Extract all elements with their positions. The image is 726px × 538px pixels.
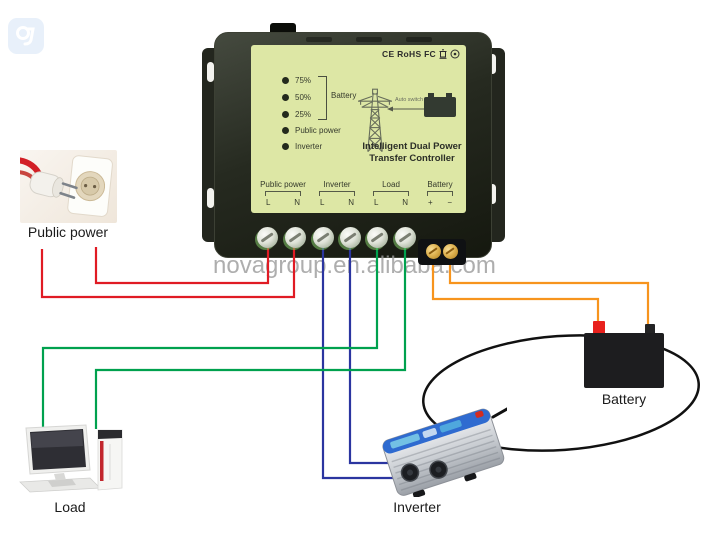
load-label: Load <box>54 499 86 515</box>
terminal-group-label: Load <box>382 180 400 189</box>
terminal-screw-inverter-L[interactable] <box>312 226 334 248</box>
led-row-75: 75% <box>282 76 311 85</box>
battery-group-label: Battery <box>331 91 357 100</box>
wire-public-power-N <box>40 244 296 299</box>
pin-label: − <box>447 198 452 207</box>
led-label: Inverter <box>295 142 323 151</box>
terminal-screw-load-N[interactable] <box>394 226 416 248</box>
weee-bin-icon <box>439 49 447 59</box>
led-indicator <box>282 94 289 101</box>
terminal-screw-load-L[interactable] <box>366 226 388 248</box>
watermark-logo <box>8 18 44 54</box>
led-label: 50% <box>295 93 312 102</box>
pin-label: L <box>320 198 325 207</box>
battery-label: Battery <box>601 391 647 407</box>
terminal-screw-public-power-L[interactable] <box>256 226 278 248</box>
pin-label: N <box>402 198 408 207</box>
panel-title: Intelligent Dual Power Transfer Controll… <box>337 141 487 165</box>
terminal-screw-battery-positive[interactable] <box>425 243 441 259</box>
led-row-public-power: Public power <box>282 126 341 135</box>
led-row-25: 25% <box>282 110 311 119</box>
pin-label: L <box>374 198 379 207</box>
battery-box <box>584 333 664 388</box>
led-label: 75% <box>295 76 312 85</box>
certification-text: CE RoHS FC <box>382 49 436 59</box>
terminal-bracket <box>265 191 301 196</box>
watermark-logo-glyph <box>16 26 35 46</box>
mounting-slot <box>489 184 496 204</box>
terminal-screw-inverter-N[interactable] <box>339 226 361 248</box>
battery-negative-terminal <box>645 324 655 334</box>
terminal-group-battery: Battery + − <box>417 180 463 207</box>
terminal-group-public-power: Public power L N <box>255 180 311 207</box>
battery-level-bracket <box>318 76 327 120</box>
wire-load-N <box>94 244 407 429</box>
terminal-group-label: Public power <box>260 180 306 189</box>
panel-title-line2: Transfer Controller <box>369 153 455 164</box>
controller-front-panel: CE RoHS FC 75% 50% 25% Pu <box>251 45 466 213</box>
terminal-group-inverter: Inverter L N <box>309 180 365 207</box>
vent <box>356 37 382 42</box>
led-indicator <box>282 127 289 134</box>
wire-inverter-L <box>321 244 405 480</box>
public-power-label: Public power <box>27 224 109 240</box>
inverter-label: Inverter <box>393 499 441 515</box>
wire-inverter-N <box>348 244 397 465</box>
mounting-slot <box>489 54 496 74</box>
wire-battery-negative <box>448 252 650 325</box>
battery-icon <box>424 93 456 117</box>
vent <box>406 37 432 42</box>
power-tower-icon <box>358 88 392 152</box>
auto-switch-label: Auto switch <box>394 97 424 103</box>
wire-battery-positive <box>431 252 600 327</box>
led-indicator <box>282 77 289 84</box>
terminal-bracket <box>319 191 355 196</box>
china-rohs-icon <box>450 49 460 59</box>
mounting-slot <box>207 188 214 208</box>
terminal-group-load: Load L N <box>363 180 419 207</box>
panel-title-line1: Intelligent Dual Power <box>362 141 462 152</box>
wire-public-power-L <box>94 244 270 285</box>
inverter-icon <box>382 407 507 497</box>
led-indicator <box>282 111 289 118</box>
terminal-bracket <box>427 191 453 196</box>
wire-load-L <box>41 244 379 428</box>
terminal-group-label: Battery <box>427 180 453 189</box>
pin-label: + <box>428 198 433 207</box>
certification-marks: CE RoHS FC <box>382 49 460 59</box>
terminal-screw-battery-negative[interactable] <box>442 243 458 259</box>
public-power-photo <box>20 150 117 223</box>
led-label: 25% <box>295 110 312 119</box>
plug-socket-icon <box>20 155 113 217</box>
pin-label: L <box>266 198 271 207</box>
load-computer-icon <box>19 424 123 493</box>
led-row-inverter: Inverter <box>282 142 322 151</box>
led-indicator <box>282 143 289 150</box>
terminal-bracket <box>373 191 409 196</box>
led-row-50: 50% <box>282 93 311 102</box>
pin-label: N <box>348 198 354 207</box>
led-label: Public power <box>295 126 341 135</box>
battery-positive-terminal <box>593 321 605 334</box>
pin-label: N <box>294 198 300 207</box>
terminal-group-label: Inverter <box>323 180 351 189</box>
mounting-slot <box>207 62 214 82</box>
terminal-screw-public-power-N[interactable] <box>284 226 306 248</box>
vent <box>306 37 332 42</box>
